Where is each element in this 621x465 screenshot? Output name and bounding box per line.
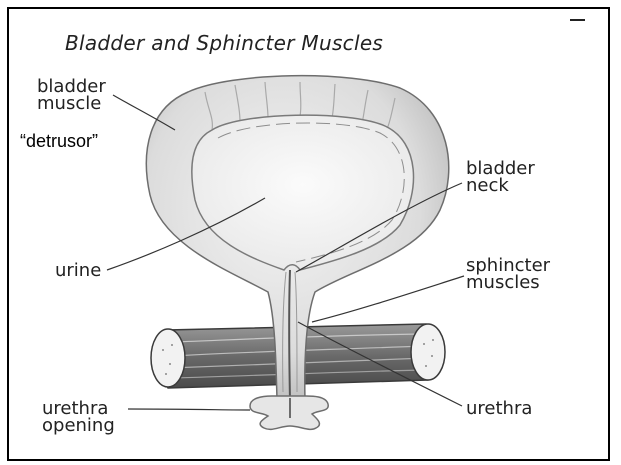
leader-urethra-opening	[128, 409, 250, 410]
label-bladder-neck-line2: neck	[466, 177, 535, 194]
label-urethra: urethra	[466, 400, 532, 417]
label-urine: urine	[55, 262, 101, 279]
label-urethra-text: urethra	[466, 400, 532, 417]
label-urethra-opening: urethra opening	[42, 400, 115, 434]
muscle-right-end	[411, 324, 445, 380]
label-urethra-opening-line2: opening	[42, 417, 115, 434]
label-sphincter-muscles: sphincter muscles	[466, 257, 550, 291]
label-bladder-neck: bladder neck	[466, 160, 535, 194]
muscle-left-end	[151, 329, 185, 387]
urethra-opening-shape	[250, 396, 328, 429]
label-detrusor: “detrusor”	[20, 131, 98, 152]
urethra-channel	[289, 270, 290, 400]
leader-sphincter-muscles	[312, 276, 464, 322]
label-bladder-muscle: bladder muscle	[37, 78, 106, 112]
label-sphincter-muscles-line2: muscles	[466, 274, 550, 291]
label-bladder-muscle-line2: muscle	[37, 95, 106, 112]
label-urine-text: urine	[55, 262, 101, 279]
diagram-title: Bladder and Sphincter Muscles	[65, 31, 383, 55]
